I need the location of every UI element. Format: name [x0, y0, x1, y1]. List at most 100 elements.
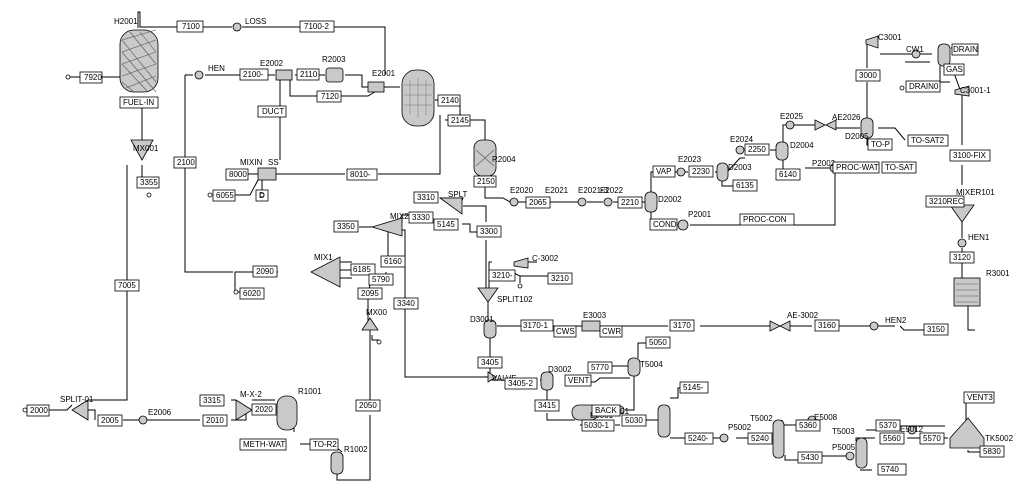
stream-vent3[interactable]: VENT3 [963, 391, 995, 404]
stream-3310[interactable]: 3310 [413, 191, 439, 204]
stream-5570[interactable]: 5570 [919, 432, 945, 445]
block-fuel-in[interactable]: FUEL-IN [119, 96, 159, 109]
stream-3415[interactable]: 3415 [534, 399, 560, 412]
stream-5145-dash[interactable]: 5145- [679, 381, 709, 394]
stream-3120[interactable]: 3120 [949, 251, 975, 264]
stream-proc-wat[interactable]: PROC-WAT [832, 161, 880, 174]
stream-cond[interactable]: COND [649, 218, 678, 231]
stream-3405[interactable]: 3405 [477, 356, 503, 369]
stream-cwr[interactable]: CWR [599, 325, 623, 338]
stream-5790[interactable]: 5790 [368, 273, 394, 286]
stream-to-sat[interactable]: TO-SAT [881, 161, 917, 174]
exchanger-mixin-icon [257, 167, 277, 181]
block-label-p2001: P2001 [688, 210, 712, 219]
stream-back[interactable]: BACK [591, 404, 621, 417]
stream-gas[interactable]: GAS [943, 63, 965, 76]
stream-3210[interactable]: 3210 [547, 272, 573, 285]
stream-5430[interactable]: 5430 [797, 451, 823, 464]
stream-2065[interactable]: 2065 [525, 196, 551, 209]
stream-duct[interactable]: DUCT [257, 105, 287, 118]
stream-8000[interactable]: 8000 [225, 168, 249, 181]
stream-vent[interactable]: VENT [564, 374, 592, 387]
block-label-d2005: D2005 [845, 132, 869, 141]
svg-text:3100-FIX: 3100-FIX [953, 151, 987, 160]
stream-to-r2[interactable]: TO-R2 [309, 438, 339, 451]
stream-3170[interactable]: 3170 [669, 319, 695, 332]
stream-2110[interactable]: 2110 [296, 68, 320, 81]
stream-7120[interactable]: 7120 [316, 90, 342, 103]
exchanger-e2001-icon [367, 81, 385, 93]
stream-2250[interactable]: 2250 [744, 143, 770, 156]
stream-5370[interactable]: 5370 [875, 419, 901, 432]
stream-8010-dash[interactable]: 8010- [346, 168, 378, 181]
stream-6185[interactable]: 6185 [350, 263, 376, 276]
stream-3210-dash[interactable]: 3210- [488, 269, 516, 282]
stream-5360[interactable]: 5360 [795, 419, 821, 432]
svg-text:DRAIN: DRAIN [953, 45, 978, 54]
stream-3100-fix[interactable]: 3100-FIX [949, 149, 991, 162]
stream-to-sat2[interactable]: TO-SAT2 [907, 134, 949, 147]
stream-5830[interactable]: 5830 [979, 445, 1005, 458]
svg-text:METH-WAT: METH-WAT [243, 440, 285, 449]
stream-cws[interactable]: CWS [553, 325, 577, 338]
stream-6020[interactable]: 6020 [239, 287, 265, 300]
stream-5740[interactable]: 5740 [877, 463, 907, 476]
stream-3330[interactable]: 3330 [408, 211, 434, 224]
stream-2090[interactable]: 2090 [252, 265, 278, 278]
stream-2230[interactable]: 2230 [688, 165, 714, 178]
stream-5770[interactable]: 5770 [587, 361, 613, 374]
stream-drain0[interactable]: DRAIN0 [905, 80, 941, 93]
block-label-r3001: R3001 [986, 269, 1010, 278]
stream-7100[interactable]: 7100 [176, 20, 204, 33]
stream-6140[interactable]: 6140 [775, 168, 801, 181]
stream-3170-1[interactable]: 3170-1 [520, 319, 554, 332]
stream-7100-2[interactable]: 7100-2 [299, 20, 335, 33]
stream-3150[interactable]: 3150 [923, 323, 949, 336]
stream-2005[interactable]: 2005 [97, 414, 123, 427]
stream-2145[interactable]: 2145 [447, 114, 471, 127]
svg-text:2100-: 2100- [243, 70, 264, 79]
stream-proc-con[interactable]: PROC-CON [739, 213, 795, 226]
block-label-t5002: T5002 [750, 414, 773, 423]
stream-6160[interactable]: 6160 [380, 255, 406, 268]
stream-2020[interactable]: 2020 [251, 403, 277, 416]
valve-icon [487, 371, 497, 383]
stream-2210[interactable]: 2210 [617, 196, 643, 209]
stream-6055[interactable]: 6055 [212, 189, 236, 202]
svg-text:CWS: CWS [556, 327, 575, 336]
stream-5240[interactable]: 5240 [747, 432, 773, 445]
stream-2100-dash[interactable]: 2100- [239, 68, 269, 81]
stream-to-p[interactable]: TO-P [867, 138, 893, 151]
stream-3300[interactable]: 3300 [476, 225, 502, 238]
stream-2000[interactable]: 2000 [26, 404, 50, 417]
stream-vap[interactable]: VAP [652, 165, 676, 178]
stream-2050[interactable]: 2050 [355, 399, 381, 412]
stream-5240-dash[interactable]: 5240- [684, 432, 714, 445]
stream-5030[interactable]: 5030 [621, 414, 647, 427]
stream-7920[interactable]: 7920 [79, 71, 103, 84]
stream-3160[interactable]: 3160 [814, 319, 840, 332]
stream-7005[interactable]: 7005 [114, 279, 140, 292]
stream-3210rec[interactable]: 3210REC [925, 195, 965, 208]
stream-meth-wat[interactable]: METH-WAT [239, 438, 287, 451]
stream-3350[interactable]: 3350 [333, 220, 359, 233]
stream-3000[interactable]: 3000 [855, 69, 881, 82]
heater-cw1-icon [911, 49, 921, 59]
stream-2095[interactable]: 2095 [357, 287, 383, 300]
stream-3355[interactable]: 3355 [136, 176, 160, 189]
stream-3405-2[interactable]: 3405-2 [504, 377, 538, 390]
stream-2150[interactable]: 2150 [473, 175, 497, 188]
stream-5050[interactable]: 5050 [645, 336, 671, 349]
svg-text:7100-2: 7100-2 [304, 22, 329, 31]
stream-drain[interactable]: DRAIN [951, 43, 979, 56]
stream-6135[interactable]: 6135 [732, 179, 758, 192]
stream-2100[interactable]: 2100 [173, 156, 197, 169]
stream-5145[interactable]: 5145 [433, 218, 459, 231]
stream-5560[interactable]: 5560 [879, 432, 905, 445]
stream-3315[interactable]: 3315 [199, 394, 225, 407]
svg-text:7920: 7920 [84, 73, 102, 82]
stream-2010[interactable]: 2010 [202, 414, 228, 427]
stream-2140[interactable]: 2140 [437, 94, 461, 107]
stream-5030-1[interactable]: 5030-1 [581, 419, 615, 432]
stream-3340[interactable]: 3340 [393, 297, 419, 310]
